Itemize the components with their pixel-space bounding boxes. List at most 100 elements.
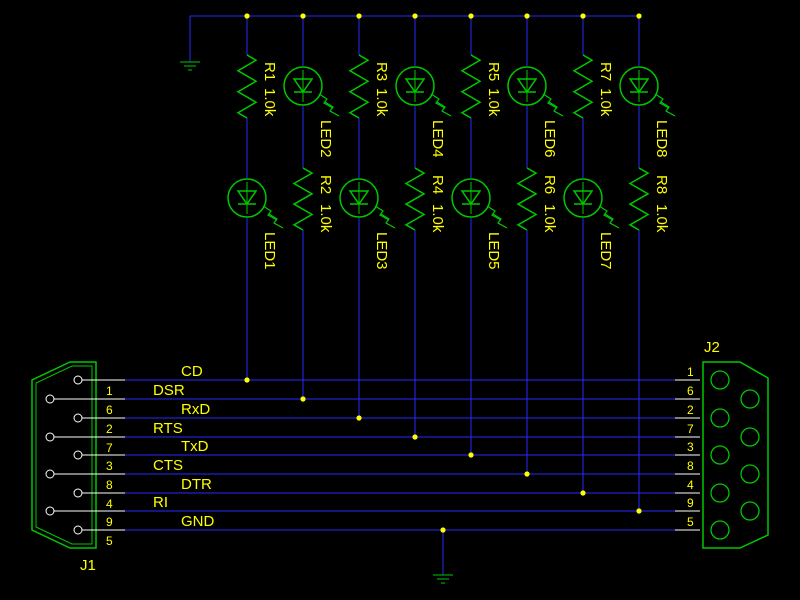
junction-dot [356,13,362,19]
connector-socket [740,389,760,409]
signal-name-label: RTS [153,420,183,437]
signal-name-label: GND [181,513,215,530]
signal-name-label: CTS [153,457,183,474]
led-body [339,178,379,218]
connector-socket [710,520,730,540]
left-pin-number: 8 [106,478,113,492]
resistor-zigzag [404,167,426,231]
led-arrow [598,205,614,221]
led-ref-label: LED8 [653,120,670,158]
connector-pin-hole [73,488,83,498]
led-symbol [339,178,396,229]
led-body [563,178,603,218]
junction-dot [636,508,642,514]
junction-dot [524,471,530,477]
led-symbol [395,66,452,117]
resistor-value-label: 1.0k [317,204,334,233]
resistor-zigzag [516,167,538,231]
junction-dot [468,452,474,458]
resistor-ref-label: R1 [261,62,278,81]
resistor-ref-label: R5 [485,62,502,81]
signal-name-label: DSR [153,382,185,399]
led-symbol [227,178,284,229]
junction-dot [524,13,530,19]
resistor-zigzag [460,54,482,119]
led-arrow [436,101,452,117]
led-symbol [283,66,340,117]
resistor-value-label: 1.0k [429,204,446,233]
led-arrow [604,213,620,229]
resistor-value-label: 1.0k [541,204,558,233]
led-body [283,66,323,106]
right-pin-number: 3 [687,440,694,454]
connector-socket [710,445,730,465]
led-ref-label: LED3 [373,232,390,270]
led-body [507,66,547,106]
resistor-ref-label: R2 [317,175,334,194]
connector-pin-hole [45,469,55,479]
resistor-ref-label: R7 [597,62,614,81]
led-arrow [380,213,396,229]
resistor-ref-label: R4 [429,175,446,194]
right-pin-number: 8 [687,459,694,473]
junction-dot [412,13,418,19]
junction-dot [636,13,642,19]
connector-outline [702,361,769,549]
connector-pin-hole [73,375,83,385]
led-arrow [324,101,340,117]
led-symbol [619,66,676,117]
junction-dot [244,377,250,383]
resistor-ref-label: R6 [541,175,558,194]
resistor-symbol [516,167,538,231]
led-symbol [451,178,508,229]
left-pin-number: 1 [106,384,113,398]
left-pin-number: 4 [106,497,113,511]
connector-socket [710,370,730,390]
resistor-zigzag [628,167,650,231]
db9-connector-right [702,361,769,549]
signal-name-label: TxD [181,438,209,455]
signal-name-label: DTR [181,476,212,493]
junction-dot [468,13,474,19]
resistor-zigzag [348,54,370,119]
connector-outline-inner [35,365,93,545]
resistor-symbol [628,167,650,231]
labels-layer: R11.0kLED2R31.0kLED4R51.0kLED6R71.0kLED8… [80,62,720,574]
resistor-ref-label: R3 [373,62,390,81]
resistor-symbol [460,54,482,119]
resistor-value-label: 1.0k [653,204,670,233]
right-pin-number: 5 [687,515,694,529]
connector-socket [740,464,760,484]
led-body [619,66,659,106]
signal-name-label: RxD [181,401,210,418]
left-pin-number: 7 [106,441,113,455]
resistor-ref-label: R8 [653,175,670,194]
resistor-zigzag [236,54,258,119]
led-arrow [486,205,502,221]
led-ref-label: LED6 [541,120,558,158]
db9-connector-left [31,361,100,549]
right-pin-number: 6 [687,384,694,398]
wires-layer [100,15,700,575]
led-ref-label: LED2 [317,120,334,158]
junction-dot [580,13,586,19]
right-pin-number: 1 [687,365,694,379]
signal-name-label: CD [181,363,203,380]
junction-dot [440,527,446,533]
right-pin-number: 9 [687,496,694,510]
connector-outline [31,361,97,549]
led-arrow [542,93,558,109]
connector-pin-hole [45,432,55,442]
left-pin-number: 2 [106,422,113,436]
connector-pin-hole [45,394,55,404]
connector-socket [710,408,730,428]
resistor-symbol [236,54,258,119]
junction-dot [300,396,306,402]
led-ref-label: LED1 [261,232,278,270]
led-arrow [268,213,284,229]
right-pin-number: 2 [687,403,694,417]
resistor-zigzag [292,167,314,231]
connector-pin-hole [73,525,83,535]
resistor-symbol [348,54,370,119]
